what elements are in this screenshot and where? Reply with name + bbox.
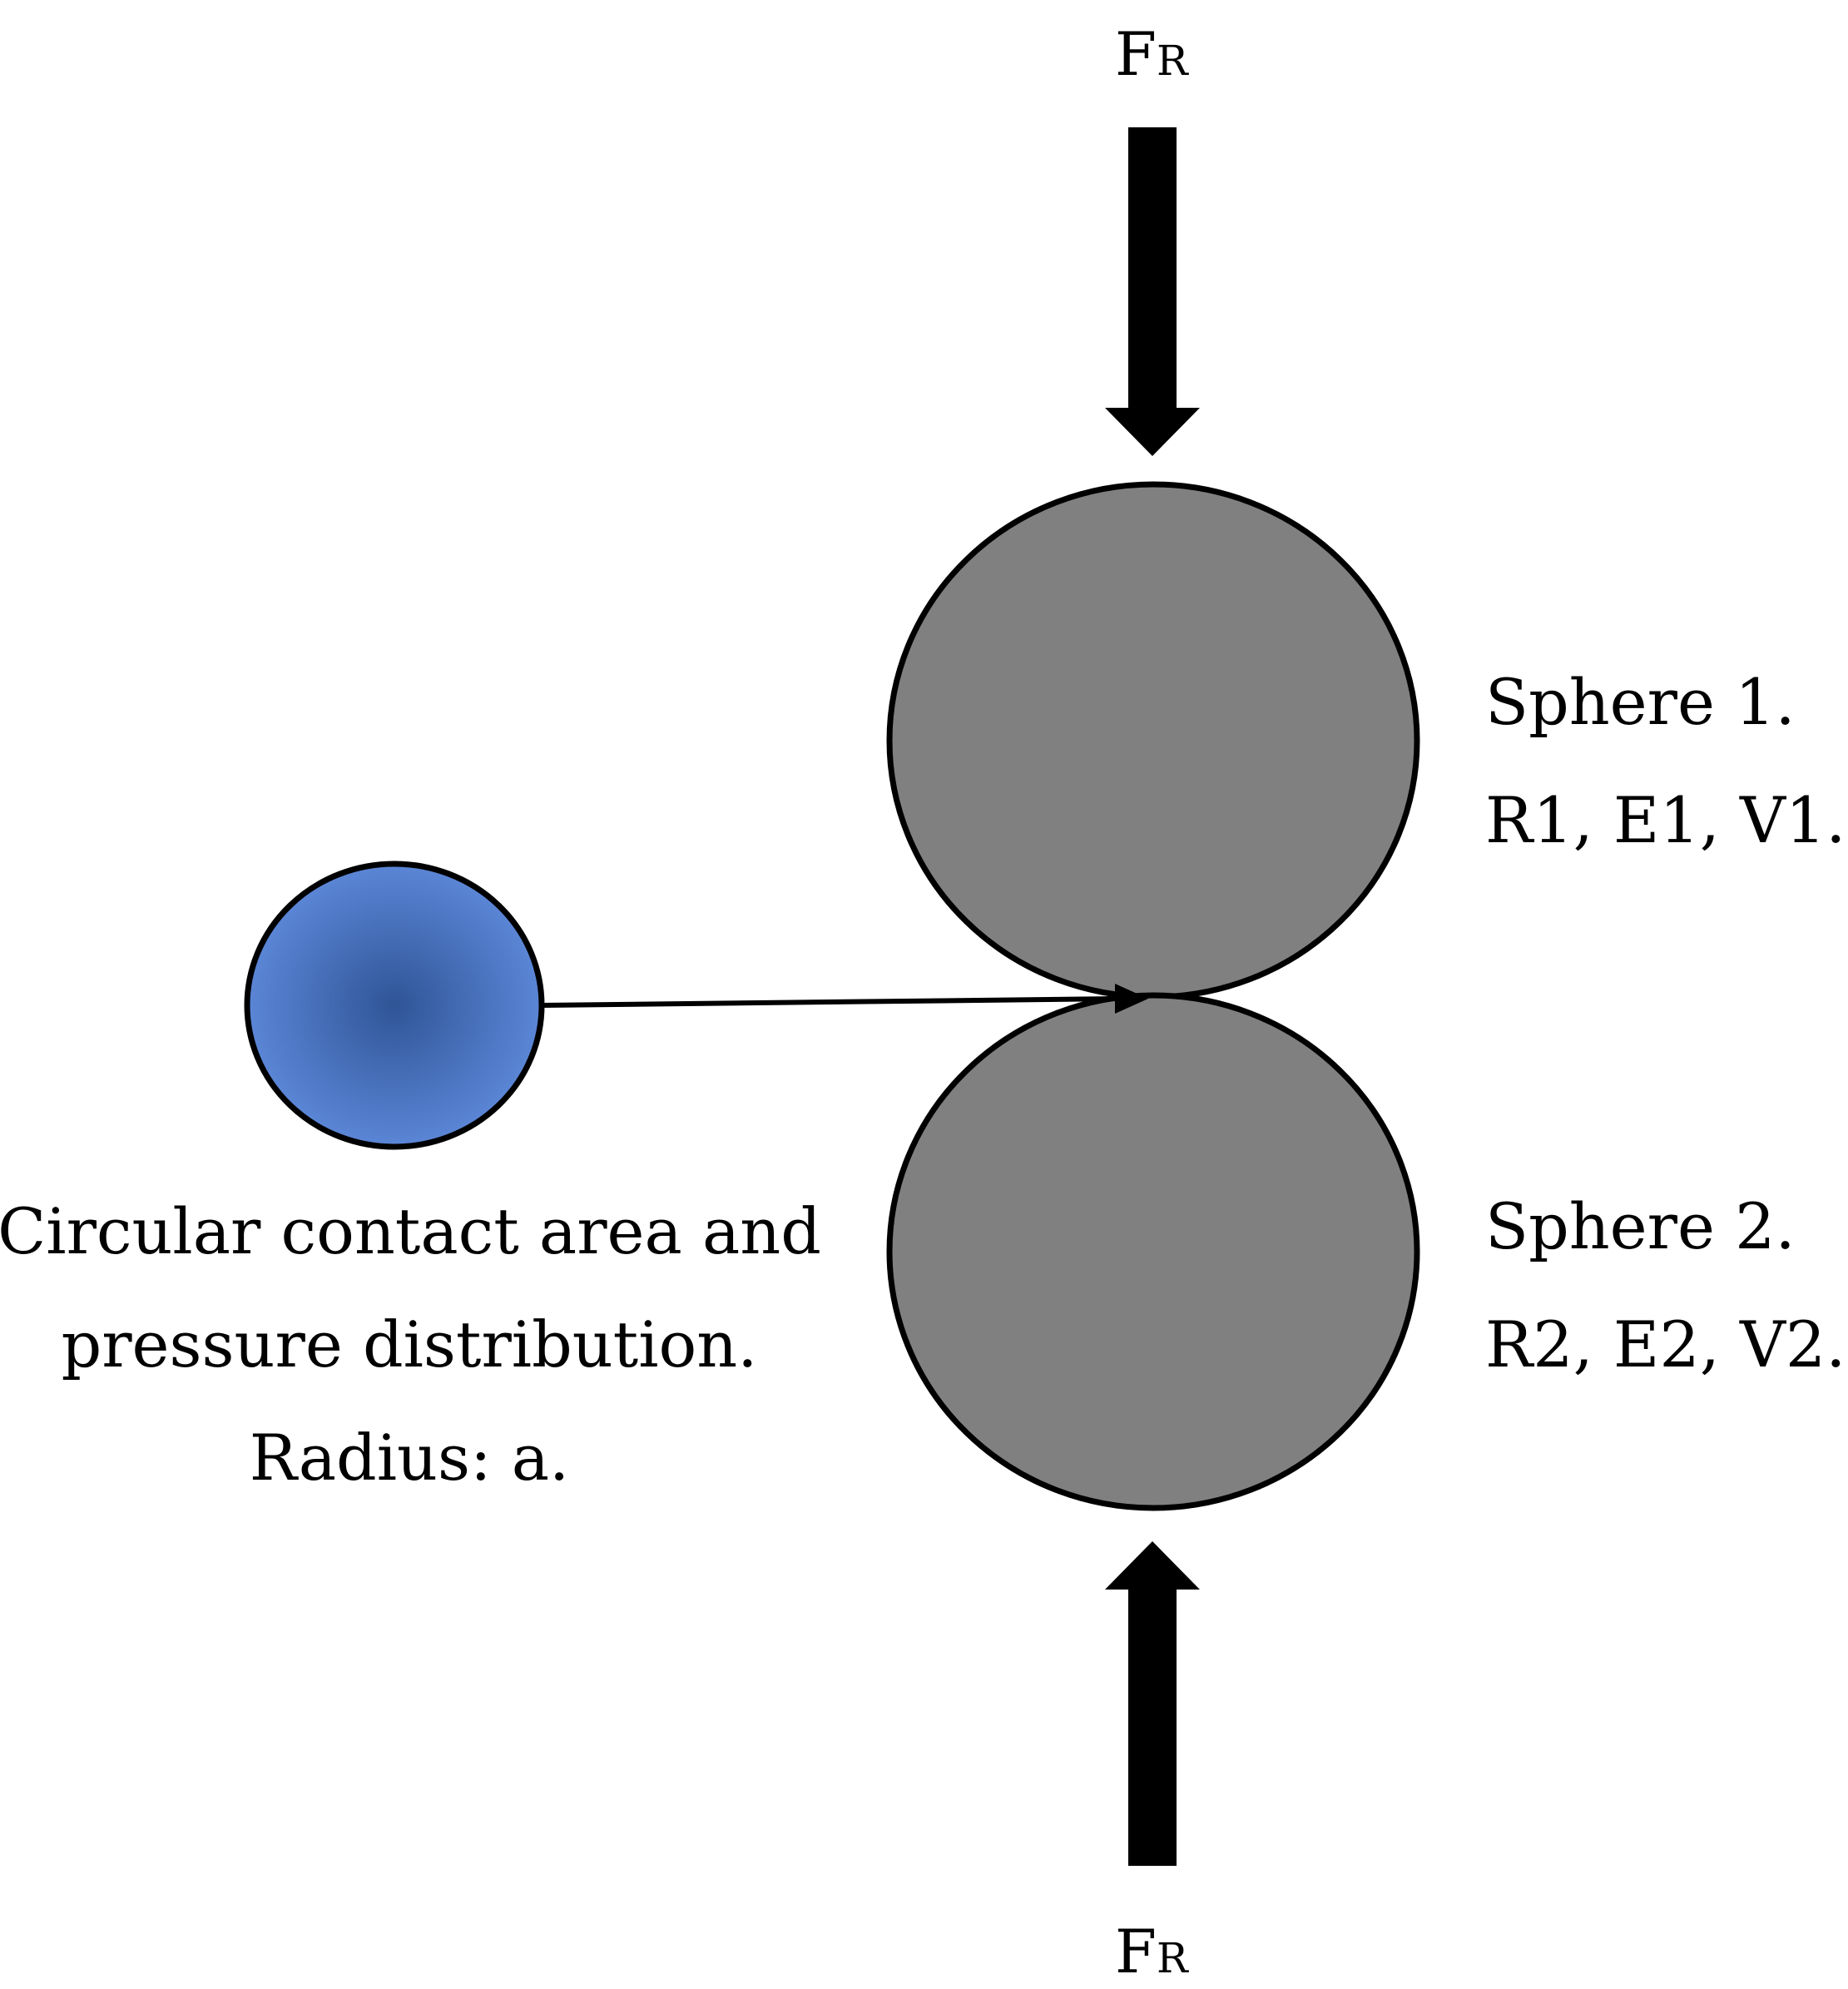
contact-pointer-arrow — [541, 984, 1148, 1014]
force-subscript: R — [1157, 37, 1189, 85]
sphere-2-name: Sphere 2. — [1485, 1189, 1796, 1263]
sphere-1-name: Sphere 1. — [1485, 665, 1796, 739]
contact-desc-line-1: Circular contact area and — [0, 1194, 821, 1268]
force-symbol: F — [1115, 1917, 1157, 1987]
sphere-2 — [886, 992, 1420, 1511]
force-label-bottom: FR — [1115, 1917, 1189, 1987]
force-arrow-bottom — [1105, 1541, 1200, 1866]
force-subscript: R — [1157, 1934, 1189, 1982]
sphere-1-params: R1, E1, V1. — [1485, 783, 1846, 857]
sphere-1 — [886, 481, 1420, 1000]
contact-desc-line-2: pressure distribution. — [62, 1307, 758, 1381]
contact-area-circle — [244, 861, 545, 1150]
force-label-top: FR — [1115, 19, 1189, 89]
contact-desc-line-3: Radius: a. — [250, 1421, 569, 1495]
force-arrow-top — [1105, 127, 1200, 456]
force-symbol: F — [1115, 19, 1157, 89]
sphere-2-params: R2, E2, V2. — [1485, 1307, 1846, 1381]
